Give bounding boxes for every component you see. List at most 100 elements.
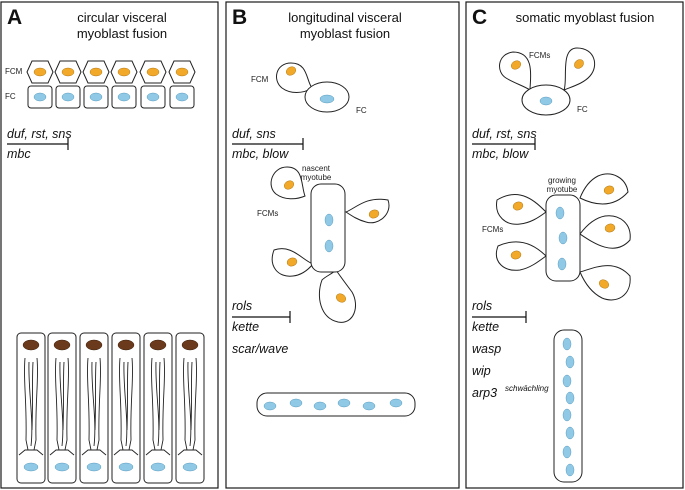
panel-a-fiber-top-nucleus (117, 339, 135, 351)
panel-a-title-line2: myoblast fusion (77, 26, 167, 41)
panel-a-fc-label: FC (5, 92, 16, 101)
panel-a-fcm-nucleus (146, 67, 160, 77)
panel-b-fcms-label: FCMs (257, 209, 278, 218)
panel-a-fiber-filament (145, 449, 171, 456)
panel-a-muscle-fibers (16, 332, 205, 484)
panel-b-mature-myotube (256, 392, 416, 417)
panel-c-fcm-nucleus (512, 201, 524, 211)
panel-a-fcm-nucleus (61, 67, 75, 77)
panel-a-fc-nucleus (61, 92, 75, 102)
panel-b-fcm-cell (276, 62, 313, 93)
panel-c-genes-6: wip (472, 364, 491, 378)
panel-c-fcm-cell-1 (499, 51, 532, 91)
panel-c-myotube-nucleus-1 (555, 206, 565, 220)
panel-a-fiber-filament (81, 449, 107, 456)
panel-b-mature-nuclei (263, 398, 403, 411)
panel-c-mature-nucleus (562, 374, 572, 388)
panel-a-fiber-top-nucleus (85, 339, 103, 351)
panel-b-fcm-nucleus-4 (335, 293, 347, 303)
panel-b-genes-3: rols (232, 299, 252, 313)
panel-c-fcm-cluster (496, 173, 631, 301)
panel-c-fcm-cell-2 (563, 47, 596, 91)
panel-a-fiber-filament (54, 357, 60, 451)
panel-b-genes-2: mbc, blow (232, 147, 289, 161)
panel-b-myotube-nucleus-2 (324, 239, 334, 253)
panel-b-mature-nucleus (263, 401, 277, 411)
panel-c-mature-nucleus (565, 426, 575, 440)
panel-a-fcm-nucleus (175, 67, 189, 77)
panel-a-fiber-top-nucleus (22, 339, 40, 351)
panel-c-fcm-nucleus (510, 250, 522, 260)
panel-b-mature-nucleus (313, 401, 327, 411)
panel-a-fiber-filament (150, 357, 156, 451)
panel-c-title: somatic myoblast fusion (516, 10, 655, 25)
panel-b-fcm-label: FCM (251, 75, 269, 84)
panel-a-fc-nucleus (33, 92, 47, 102)
panel-a-fiber-filament (123, 361, 129, 447)
panel-a-fc-nucleus (117, 92, 131, 102)
panel-c-mature-nucleus (562, 408, 572, 422)
panel-a-fc-nucleus (175, 92, 189, 102)
panel-a-fiber-filament (118, 357, 124, 451)
panel-c-fcms-label: FCMs (482, 225, 503, 234)
panel-b-genes-5: scar/wave (232, 342, 288, 356)
panel-c-myotube-label-2: myotube (547, 185, 578, 194)
panel-a-fiber-filament (182, 357, 188, 451)
panel-a-fiber-top-nucleus (53, 339, 71, 351)
panel-a-genes-2: mbc (7, 147, 31, 161)
panel-b-mature-nucleus (337, 398, 351, 408)
panel-c-genes-7-main: arp3 (472, 386, 497, 400)
panel-c-genes-2: mbc, blow (472, 147, 529, 161)
panel-a-fcm-nucleus (89, 67, 103, 77)
panel-a-title-line1: circular visceral (77, 10, 167, 25)
panel-c-mature-nucleus (565, 463, 575, 477)
panel-a-fiber-filament (23, 357, 29, 451)
panel-b-fcm-cell-2 (344, 198, 390, 224)
panel-c-mature-nucleus (562, 445, 572, 459)
panel-c-mature-nucleus (565, 391, 575, 405)
panel-a-cell-rows (26, 60, 196, 109)
panel-c-letter: C (472, 6, 487, 29)
panel-a-fiber-filament (86, 357, 92, 451)
panel-a-fiber-filament (64, 357, 70, 451)
panel-b-fcm-nucleus-1 (283, 180, 295, 190)
panel-c-fcm-nucleus (598, 279, 610, 289)
panel-a-fiber-filament (155, 361, 161, 447)
panel-c-fc-label: FC (577, 105, 588, 114)
panel-a-fcm-nucleus (33, 67, 47, 77)
panel-a: A circular visceral myoblast fusion FCM … (0, 1, 219, 489)
panel-a-fiber-bottom-nucleus (150, 462, 166, 472)
panel-c-mature-myotube (553, 329, 583, 483)
panel-c-genes-3: rols (472, 299, 492, 313)
panel-b-fcm-nucleus-3 (286, 257, 298, 267)
panel-a-letter: A (7, 6, 22, 29)
panel-c-fcms-top-label: FCMs (529, 51, 550, 60)
panel-c-myotube-label-1: growing (548, 176, 576, 185)
panel-a-fcm-label: FCM (5, 67, 23, 76)
panel-c-genes-7-superscript: schwächling (505, 384, 549, 393)
panel-c-mature-nucleus (562, 337, 572, 351)
panel-a-fiber-filament (33, 357, 39, 451)
panel-c-fcm-cell (496, 194, 547, 225)
panel-b-nascent-myotube (310, 183, 346, 273)
panel-c-fcm-nucleus (603, 185, 615, 195)
panel-a-fiber-filament (59, 361, 65, 447)
panel-b-fcm-nucleus (285, 66, 297, 76)
panel-a-fiber-filament (96, 357, 102, 451)
panel-c-fcm-cell (496, 241, 547, 271)
panel-c-genes-5: wasp (472, 342, 501, 356)
panel-a-fiber-bottom-nucleus (54, 462, 70, 472)
panel-b-fc-nucleus (319, 94, 335, 104)
panel-b-letter: B (232, 6, 247, 29)
panel-b-mature-nucleus (289, 398, 303, 408)
panel-a-fiber-bottom-nucleus (86, 462, 102, 472)
panel-b-mature-nucleus (362, 401, 376, 411)
panel-c-fcm-cell (579, 173, 629, 205)
panel-a-fiber-filament (187, 361, 193, 447)
panel-b-title-line1: longitudinal visceral (288, 10, 402, 25)
panel-c-genes-7: arp3 (472, 386, 497, 400)
panel-a-fiber-bottom-nucleus (182, 462, 198, 472)
panel-b-title-line2: myoblast fusion (300, 26, 390, 41)
panel-b-mature-nucleus (389, 398, 403, 408)
